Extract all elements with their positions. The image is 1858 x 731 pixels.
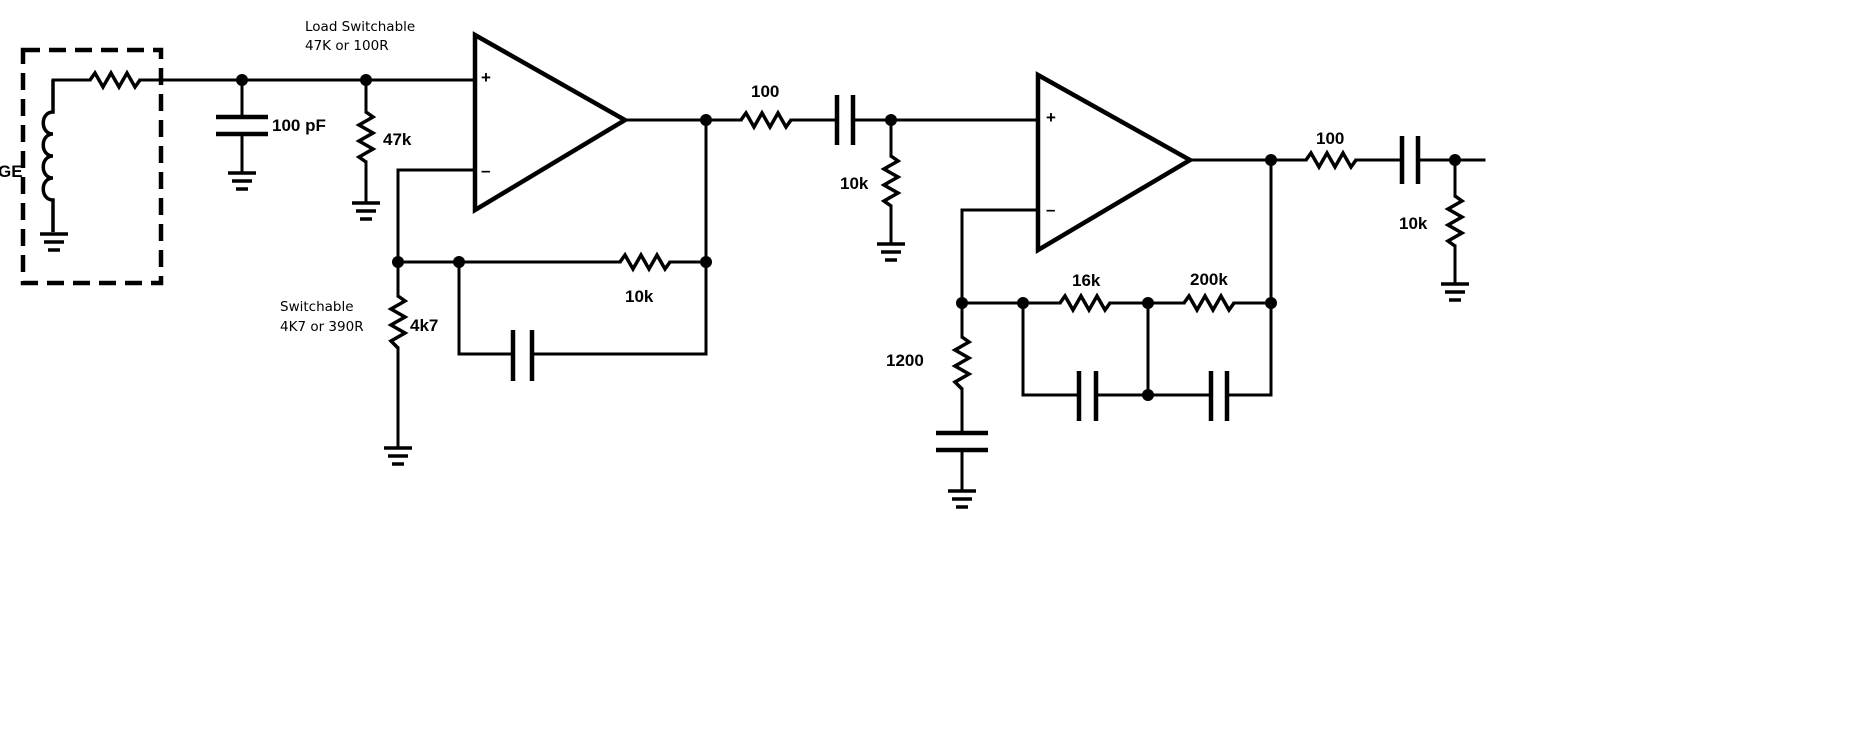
cartridge-ground-icon	[40, 232, 68, 252]
wire	[457, 260, 514, 356]
res-16k-label: 16k	[1072, 271, 1101, 290]
ground-icon	[228, 171, 256, 191]
resistor-fb1	[618, 251, 672, 273]
resistor-16k	[1058, 292, 1112, 314]
opamp-1: + –	[396, 31, 743, 264]
resistor-series2	[1304, 149, 1358, 171]
opamp-2-minus: –	[1046, 200, 1055, 219]
ground-icon	[352, 201, 380, 221]
coupling-stage-1: 100 10k	[739, 82, 1040, 262]
res-1200-label: 1200	[886, 351, 924, 370]
feedback-network-1: 10k 4k7 Switchable 4K7 or 390R	[280, 118, 712, 466]
res-load-label: 47k	[383, 130, 412, 149]
cartridge-resistor	[88, 69, 142, 91]
output-stage: 100 10k	[1304, 129, 1486, 302]
ground-icon	[1441, 282, 1469, 302]
resistor-shunt2	[1444, 194, 1466, 248]
opamp-1-minus: –	[481, 161, 490, 180]
resistor-200k	[1182, 292, 1236, 314]
cartridge-dashed-box	[20, 47, 164, 286]
ground-icon	[384, 446, 412, 466]
res-200k-label: 200k	[1190, 270, 1228, 289]
cartridge-inductor	[41, 80, 55, 232]
opamp-1-inverting-wire	[396, 168, 477, 264]
opamp-2-inverting-wire	[960, 208, 1040, 305]
switch-note-line2: 4K7 or 390R	[280, 319, 364, 335]
switch-note-line1: Switchable	[280, 299, 354, 315]
feedback-network-2: 16k 200k 1200	[886, 158, 1277, 509]
res-fb1-label: 10k	[625, 287, 654, 306]
load-note-line1: Load Switchable	[305, 19, 415, 35]
res-4k7-label: 4k7	[410, 316, 438, 335]
load-note-line2: 47K or 100R	[305, 38, 389, 54]
res-series1-label: 100	[751, 82, 779, 101]
opamp-2-plus: +	[1046, 108, 1056, 127]
resistor-load	[355, 110, 377, 164]
res-shunt1-label: 10k	[840, 174, 869, 193]
ground-icon	[948, 489, 976, 509]
res-shunt2-label: 10k	[1399, 214, 1428, 233]
ground-icon	[877, 242, 905, 262]
cartridge-block: GE	[0, 47, 164, 286]
opamp-1-plus: +	[481, 68, 491, 87]
wire	[1021, 301, 1080, 397]
res-series2-label: 100	[1316, 129, 1344, 148]
resistor-series1	[739, 109, 793, 131]
resistor-4k7	[387, 294, 409, 350]
opamp-2-triangle	[1035, 71, 1195, 254]
resistor-1200	[951, 335, 973, 391]
cap-input-label: 100 pF	[272, 116, 326, 135]
resistor-shunt1	[880, 154, 902, 208]
cartridge-label-fragment: GE	[0, 162, 23, 181]
opamp-2: + –	[960, 71, 1308, 305]
opamp-1-triangle	[472, 31, 630, 214]
input-network: 100 pF 47k Load Switchable 47K or 100R	[138, 19, 477, 221]
